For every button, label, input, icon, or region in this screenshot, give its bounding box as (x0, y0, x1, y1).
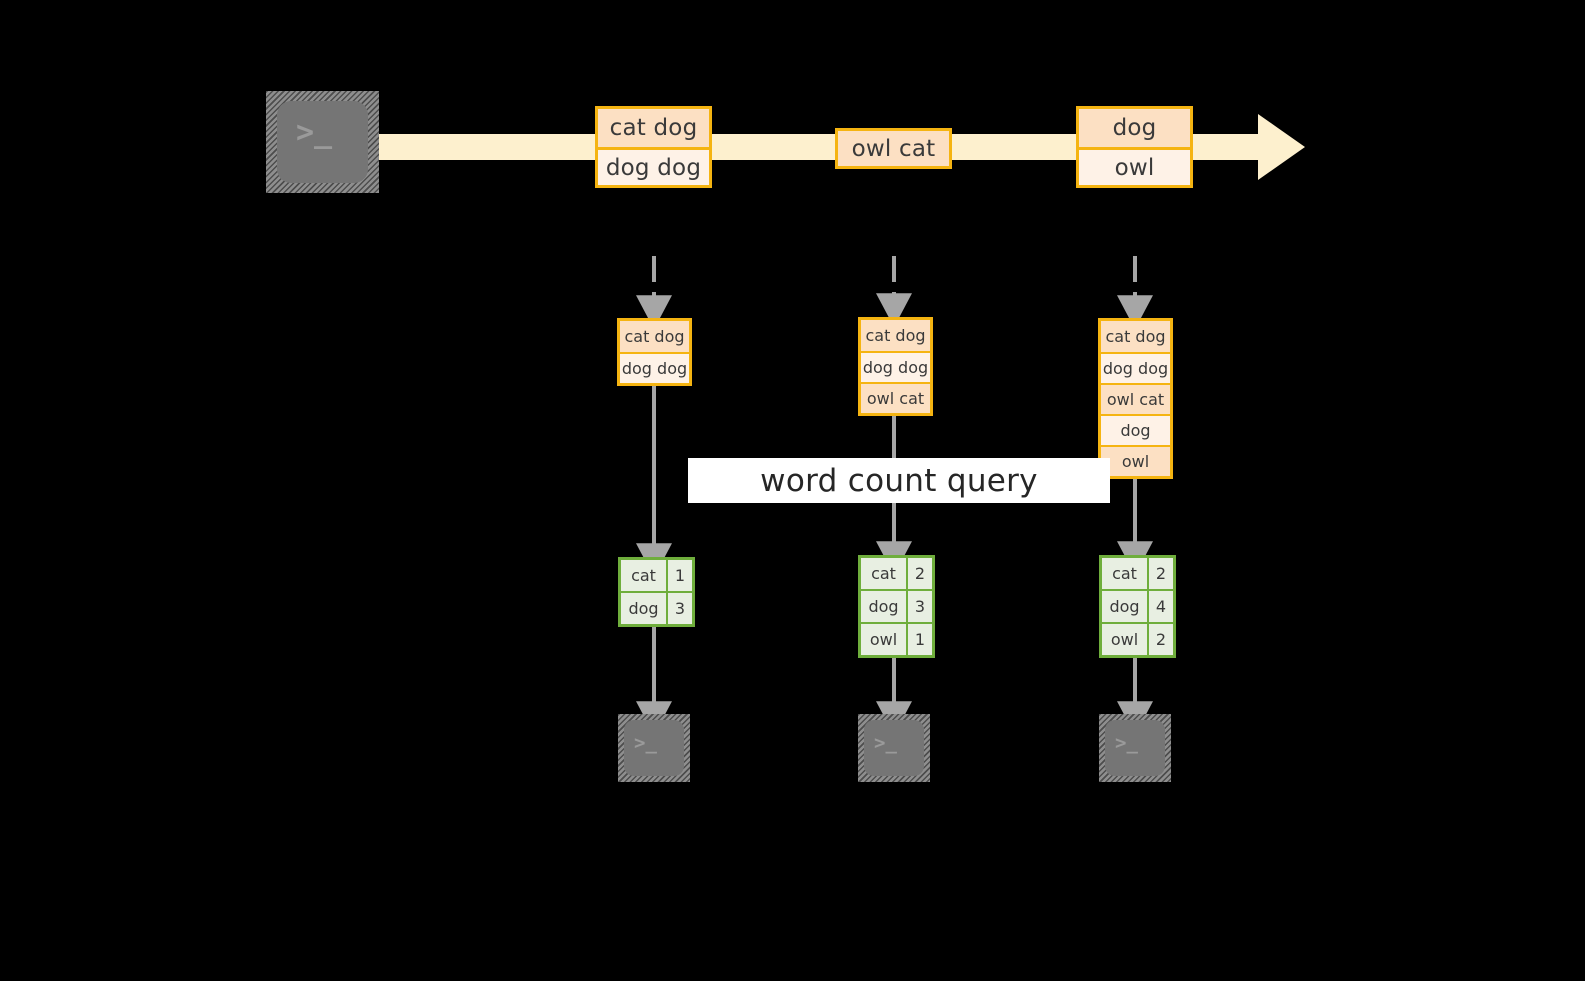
state-row: dog dog (620, 352, 689, 383)
stream-event-line: dog dog (598, 147, 709, 185)
state-row: owl cat (861, 382, 930, 413)
table-row: dog 3 (621, 591, 692, 624)
state-snapshot-2[interactable]: cat dog dog dog owl cat (858, 317, 933, 416)
state-row: cat dog (620, 321, 689, 352)
query-label: word count query (688, 458, 1110, 503)
table-row: cat 1 (621, 560, 692, 591)
state-row: cat dog (861, 320, 930, 351)
terminal-prompt-glyph: >_ (1115, 732, 1138, 754)
word-count-result-2[interactable]: cat 2 dog 3 owl 1 (858, 555, 935, 658)
result-word: dog (1102, 591, 1147, 622)
state-row: owl (1101, 445, 1170, 476)
result-count: 2 (1147, 624, 1173, 655)
query-label-text: word count query (760, 462, 1038, 499)
state-snapshot-1[interactable]: cat dog dog dog (617, 318, 692, 386)
table-row: dog 3 (861, 589, 932, 622)
stream-event-line: dog (1079, 109, 1190, 147)
sink-terminal-icon-1[interactable]: >_ (618, 714, 690, 782)
result-count: 3 (666, 593, 692, 624)
sink-terminal-icon-2[interactable]: >_ (858, 714, 930, 782)
result-word: owl (861, 624, 906, 655)
result-count: 1 (906, 624, 932, 655)
terminal-prompt-glyph: >_ (874, 732, 897, 754)
stream-event-line: owl (1079, 147, 1190, 185)
terminal-face (277, 101, 368, 183)
table-row: owl 2 (1102, 622, 1173, 655)
result-word: cat (861, 558, 906, 589)
stream-event-line: owl cat (838, 131, 949, 166)
word-count-result-3[interactable]: cat 2 dog 4 owl 2 (1099, 555, 1176, 658)
stream-event-2[interactable]: owl cat (835, 128, 952, 169)
result-count: 4 (1147, 591, 1173, 622)
stream-event-1[interactable]: cat dog dog dog (595, 106, 712, 188)
result-count: 2 (906, 558, 932, 589)
result-word: cat (1102, 558, 1147, 589)
terminal-prompt-glyph: >_ (296, 115, 333, 150)
stream-event-line: cat dog (598, 109, 709, 147)
terminal-face (624, 720, 684, 776)
result-word: owl (1102, 624, 1147, 655)
state-row: dog dog (861, 351, 930, 382)
terminal-face (1105, 720, 1165, 776)
state-inflow-arrows (636, 256, 1153, 330)
terminal-face (864, 720, 924, 776)
word-count-result-1[interactable]: cat 1 dog 3 (618, 557, 695, 627)
state-row: cat dog (1101, 321, 1170, 352)
state-row: dog dog (1101, 352, 1170, 383)
result-count: 2 (1147, 558, 1173, 589)
result-word: dog (621, 593, 666, 624)
terminal-prompt-glyph: >_ (634, 732, 657, 754)
result-word: cat (621, 560, 666, 591)
stream-event-3[interactable]: dog owl (1076, 106, 1193, 188)
result-count: 3 (906, 591, 932, 622)
result-count: 1 (666, 560, 692, 591)
state-row: owl cat (1101, 383, 1170, 414)
state-row: dog (1101, 414, 1170, 445)
table-row: cat 2 (861, 558, 932, 589)
table-row: cat 2 (1102, 558, 1173, 589)
state-snapshot-3[interactable]: cat dog dog dog owl cat dog owl (1098, 318, 1173, 479)
result-word: dog (861, 591, 906, 622)
table-row: owl 1 (861, 622, 932, 655)
sink-arrows (636, 622, 1153, 736)
sink-terminal-icon-3[interactable]: >_ (1099, 714, 1171, 782)
table-row: dog 4 (1102, 589, 1173, 622)
source-terminal-icon[interactable]: >_ (266, 91, 379, 193)
